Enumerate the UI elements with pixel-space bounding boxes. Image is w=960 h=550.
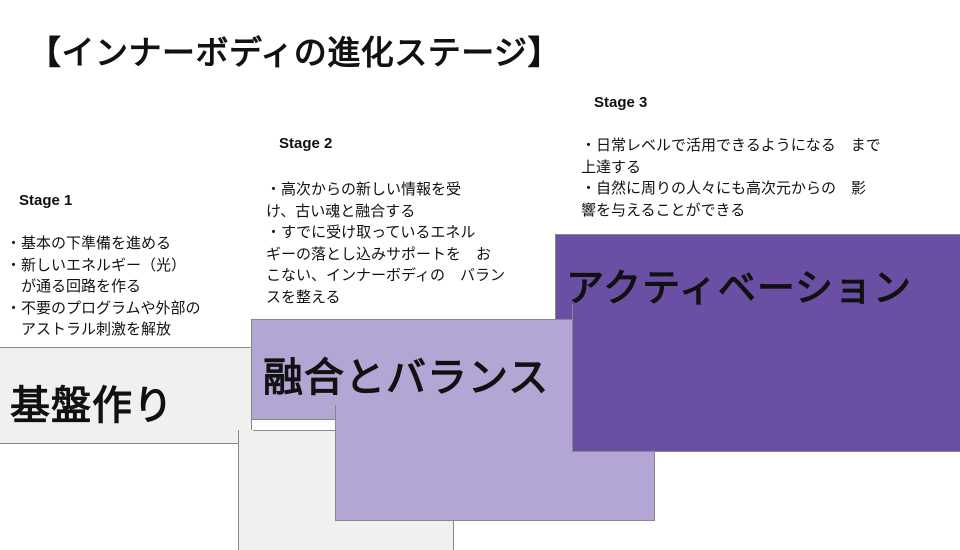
stage2-description: ・高次からの新しい情報を受 け、古い魂と融合する ・すでに受け取っているエネル …	[266, 179, 505, 308]
description-line: ・高次からの新しい情報を受	[266, 180, 462, 198]
stage3-block-join	[573, 304, 960, 321]
description-line: ・自然に周りの人々にも高次元からの 影	[581, 179, 867, 197]
description-line: ・基本の下準備を進める	[6, 234, 172, 252]
stage3-label: Stage 3	[594, 94, 648, 111]
description-line: ・すでに受け取っているエネル	[266, 223, 476, 241]
description-line: ギーの落とし込みサポートを お	[266, 244, 492, 263]
description-line: 上達する	[581, 157, 642, 176]
description-line: ・不要のプログラムや外部の	[6, 298, 201, 317]
description-line: こない、インナーボディの バラン	[266, 266, 505, 284]
description-line: ・日常レベルで活用できるようになる まで	[581, 136, 881, 154]
description-line: ・新しいエネルギー（光）	[6, 255, 187, 274]
stage3-block-lower	[572, 304, 960, 452]
description-line: スを整える	[266, 287, 341, 306]
page-title: 【インナーボディの進化ステージ】	[28, 33, 562, 72]
description-line: アストラル刺激を解放	[6, 320, 172, 338]
stage1-block-join	[239, 430, 253, 444]
stage3-name: アクティベーション	[566, 266, 913, 310]
stage2-label: Stage 2	[279, 135, 333, 152]
description-line: が通る回路を作る	[6, 277, 142, 295]
stage2-block-upper	[251, 319, 573, 420]
description-line: 響を与えることができる	[581, 200, 746, 219]
stage1-name: 基盤作り	[10, 383, 174, 429]
stage1-block-upper	[0, 347, 252, 444]
stage2-name: 融合とバランス	[263, 355, 550, 401]
stage1-label: Stage 1	[19, 192, 73, 209]
stage1-description: ・基本の下準備を進める ・新しいエネルギー（光） が通る回路を作る ・不要のプロ…	[6, 233, 201, 341]
stage3-description: ・日常レベルで活用できるようになる まで 上達する ・自然に周りの人々にも高次元…	[581, 135, 881, 221]
stage2-block-join	[336, 405, 572, 420]
description-line: け、古い魂と融合する	[266, 201, 416, 220]
